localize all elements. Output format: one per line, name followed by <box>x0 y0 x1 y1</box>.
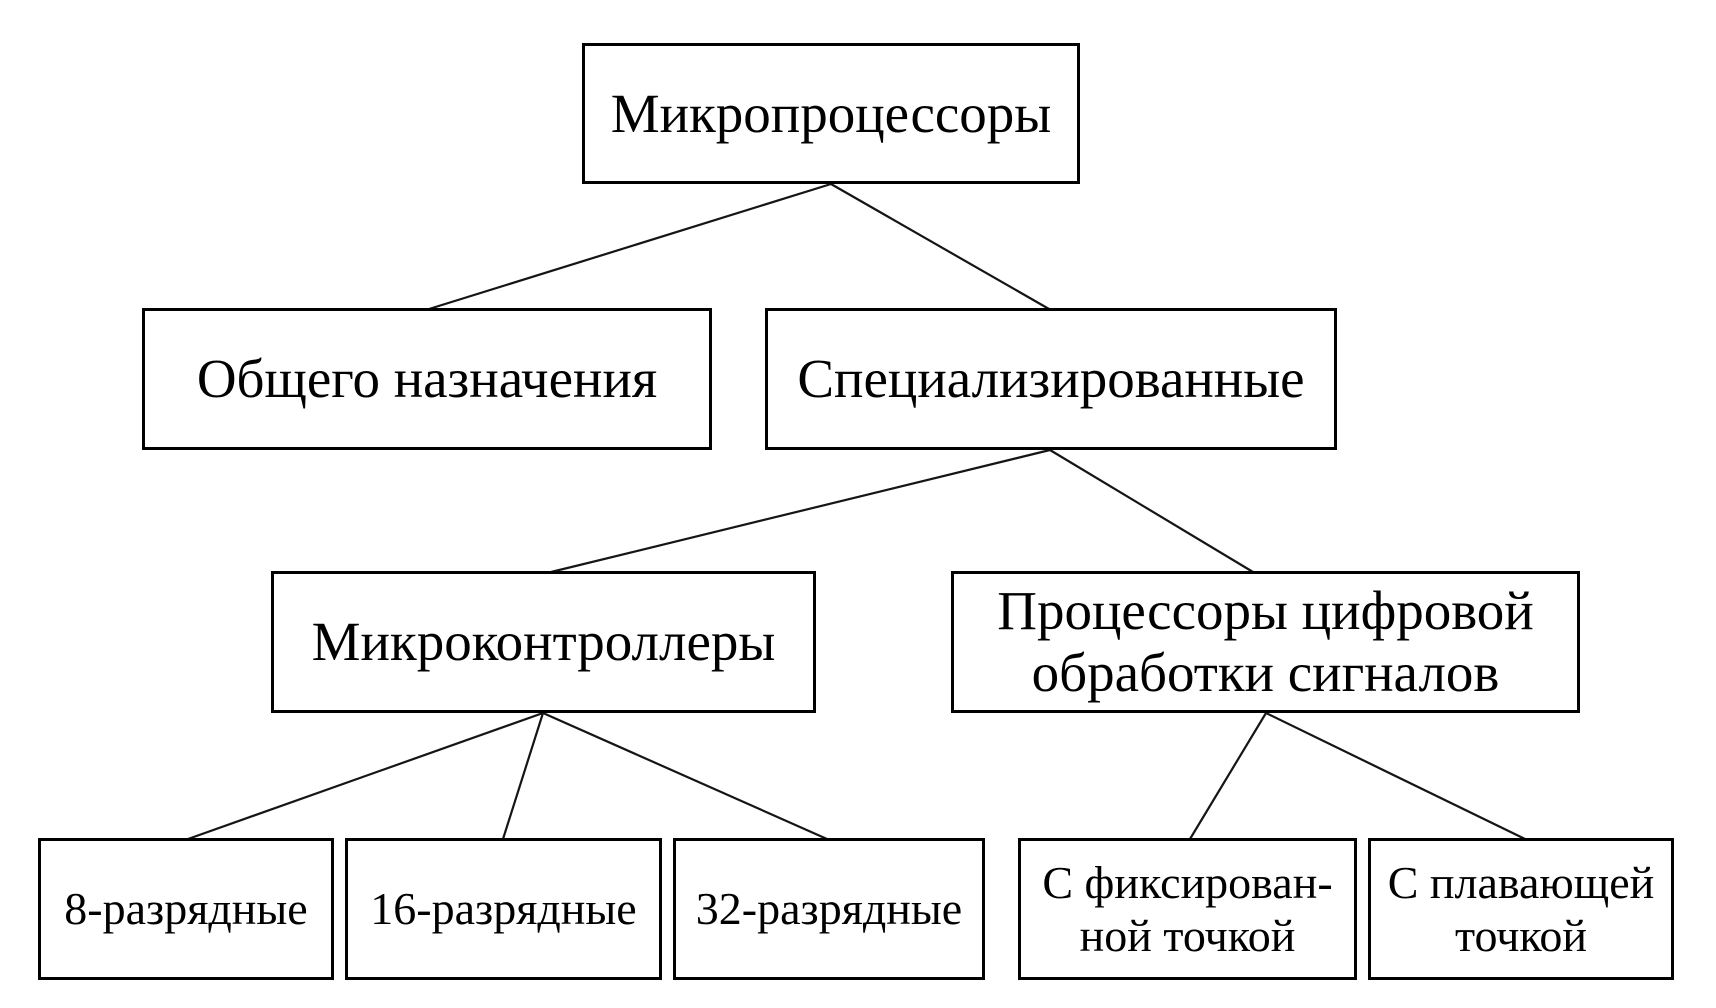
node-digital-signal-processors-label: Процессоры цифровой обработки сигналов <box>997 580 1534 703</box>
edge-mcu-bit16 <box>501 712 545 840</box>
node-32-bit-label: 32-разрядные <box>695 883 963 935</box>
node-8-bit: 8-разрядные <box>38 838 334 980</box>
node-microprocessors-label: Микропроцессоры <box>610 82 1052 144</box>
edge-root-specialized <box>830 183 1050 310</box>
node-microcontrollers: Микроконтроллеры <box>271 571 816 713</box>
node-16-bit-label: 16-разрядные <box>370 883 637 935</box>
node-floating-point-label: С плавающей точкой <box>1387 856 1655 961</box>
edge-dsp-float <box>1265 712 1526 840</box>
edge-mcu-bit8 <box>187 711 544 841</box>
node-digital-signal-processors: Процессоры цифровой обработки сигналов <box>951 571 1580 713</box>
node-8-bit-label: 8-разрядные <box>64 883 308 935</box>
node-16-bit: 16-разрядные <box>345 838 662 980</box>
edge-root-general <box>428 182 832 311</box>
node-32-bit: 32-разрядные <box>673 838 985 980</box>
node-general-purpose: Общего назначения <box>142 308 712 450</box>
edge-specialized-mcu <box>550 448 1051 574</box>
edge-mcu-bit32 <box>542 711 828 841</box>
edge-specialized-dsp <box>1049 449 1254 573</box>
node-general-purpose-label: Общего назначения <box>196 348 658 410</box>
node-fixed-point: С фиксирован- ной точкой <box>1018 838 1357 980</box>
node-fixed-point-label: С фиксирован- ной точкой <box>1042 856 1333 961</box>
node-microcontrollers-label: Микроконтроллеры <box>311 611 776 673</box>
node-floating-point: С плавающей точкой <box>1368 838 1674 980</box>
edge-dsp-fixed <box>1189 712 1267 840</box>
node-specialized-label: Специализированные <box>797 348 1305 410</box>
node-specialized: Специализированные <box>765 308 1337 450</box>
node-microprocessors: Микропроцессоры <box>582 43 1080 184</box>
